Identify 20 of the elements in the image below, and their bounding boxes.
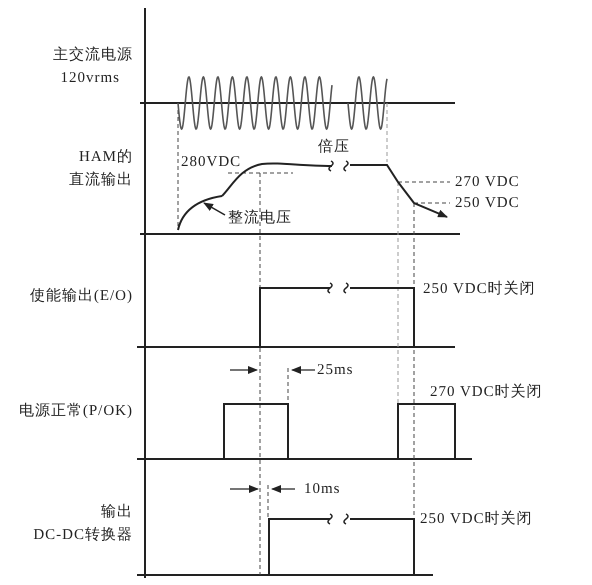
annotation-text: 250 VDC时关闭 <box>423 280 536 298</box>
signal-label: 输出 <box>101 503 133 521</box>
annotation-text: 整流电压 <box>228 209 292 227</box>
annotation-text: 250 VDC时关闭 <box>420 510 533 528</box>
voltage-label: 280VDC <box>181 153 242 171</box>
voltage-label: 270 VDC <box>455 173 520 191</box>
annotation-text: 270 VDC时关闭 <box>430 383 543 401</box>
timing-label: 10ms <box>304 480 341 498</box>
signal-label: 120vrms <box>60 69 120 87</box>
signal-label: HAM的 <box>78 148 133 166</box>
signal-label: 电源正常(P/OK) <box>18 402 133 420</box>
rectified-voltage-curve <box>177 195 222 230</box>
signal-label: 直流输出 <box>69 171 133 189</box>
signal-label: DC-DC转换器 <box>33 526 133 544</box>
signal-label: 使能输出(E/O) <box>30 287 133 305</box>
voltage-label: 250 VDC <box>455 194 520 212</box>
signal-label: 主交流电源 <box>53 46 133 64</box>
timing-label: 25ms <box>317 361 354 379</box>
leader-arrow <box>203 202 226 216</box>
annotation-text: 倍压 <box>318 138 350 156</box>
